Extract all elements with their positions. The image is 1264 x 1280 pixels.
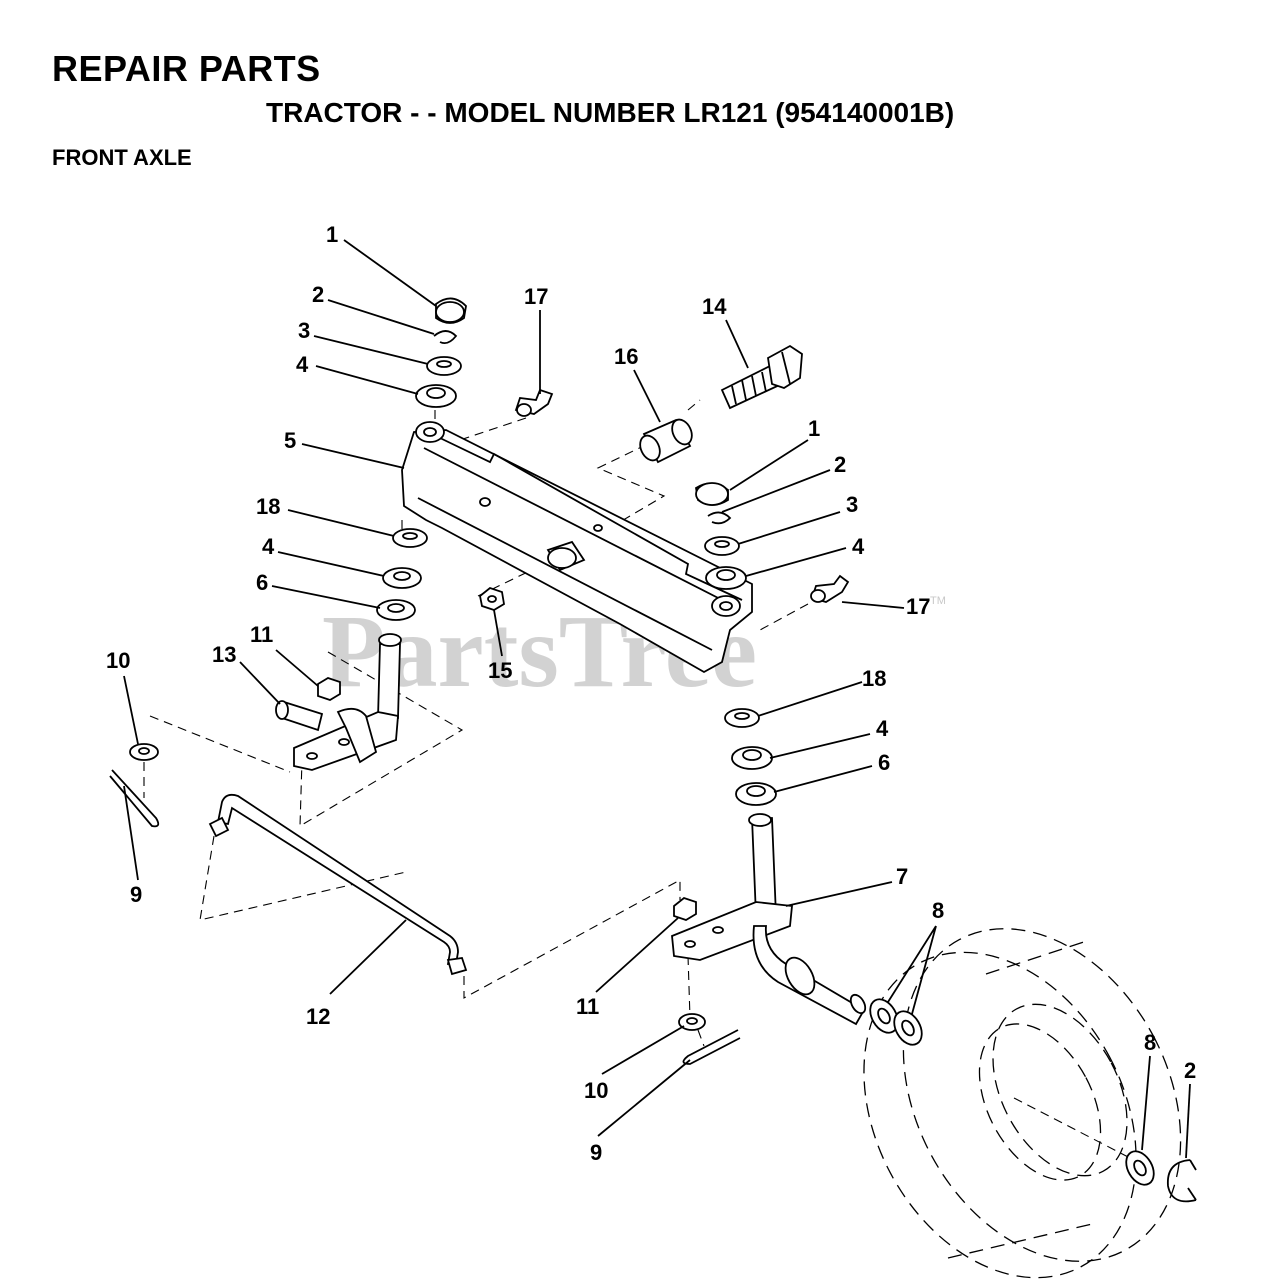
callout-10-washer: 10 [106, 648, 130, 673]
pivot-spacer [639, 418, 693, 464]
callout-13-bolt: 13 [212, 642, 236, 667]
pivot-nut [479, 586, 505, 611]
section-title: FRONT AXLE [52, 145, 192, 170]
callout-12-tie-rod: 12 [306, 1004, 330, 1029]
callout-17-fitting: 17 [524, 284, 548, 309]
callout-11-nut: 11 [576, 994, 599, 1019]
callout-8-washer: 8 [932, 898, 944, 923]
front-tire-outline [863, 928, 1182, 1279]
right-spindle-hardware [695, 482, 777, 806]
tie-rod [208, 793, 468, 976]
callout-8-washer: 8 [1144, 1030, 1156, 1055]
watermark-mark: TM [930, 595, 946, 607]
callout-4-washer: 4 [262, 534, 275, 559]
right-spindle [671, 813, 867, 1026]
callout-3-washer: 3 [298, 318, 310, 343]
callout-14-bolt: 14 [702, 294, 727, 319]
grease-fitting-right [810, 574, 850, 603]
model-subtitle: TRACTOR - - MODEL NUMBER LR121 (95414000… [266, 97, 955, 128]
left-cotter-pin [109, 769, 160, 828]
callout-1-cap: 1 [808, 416, 820, 441]
leader-lines [123, 239, 1191, 1159]
callout-18-washer: 18 [862, 666, 886, 691]
callout-6-bushing: 6 [878, 750, 890, 775]
page-title: REPAIR PARTS [52, 48, 321, 89]
callout-3-washer: 3 [846, 492, 858, 517]
callout-18-washer: 18 [256, 494, 280, 519]
callout-5-axle: 5 [284, 428, 296, 453]
left-spindle [293, 633, 402, 771]
callout-17-fitting: 17 [906, 594, 930, 619]
callout-labels: 1 2 3 4 5 18 4 6 17 16 14 1 2 3 4 17 15 … [106, 222, 1196, 1165]
callout-4-washer: 4 [296, 352, 309, 377]
callout-16-spacer: 16 [614, 344, 638, 369]
callout-4-washer: 4 [876, 716, 889, 741]
grease-fitting-left [514, 388, 554, 417]
callout-2-clip: 2 [834, 452, 846, 477]
callout-6-bushing: 6 [256, 570, 268, 595]
left-spindle-hardware [376, 297, 467, 621]
callout-9-cotter-pin: 9 [590, 1140, 602, 1165]
callout-11-nut: 11 [250, 622, 273, 647]
right-cotter-pin [682, 1029, 741, 1065]
wheel-e-clip [1167, 1159, 1197, 1203]
callout-9-cotter-pin: 9 [130, 882, 142, 907]
right-locknut [673, 896, 697, 921]
axle-beam [401, 421, 753, 674]
callout-2-clip: 2 [312, 282, 324, 307]
assembly-guide-lines [143, 395, 1135, 1161]
left-locknut [317, 677, 341, 701]
pivot-bolt [720, 344, 803, 410]
callout-4-washer: 4 [852, 534, 865, 559]
callout-15-nut: 15 [488, 658, 512, 683]
left-spindle-bolt [275, 700, 324, 732]
callout-1-cap: 1 [326, 222, 338, 247]
callout-10-washer: 10 [584, 1078, 608, 1103]
callout-2-clip: 2 [1184, 1058, 1196, 1083]
callout-7-spindle: 7 [896, 864, 908, 889]
